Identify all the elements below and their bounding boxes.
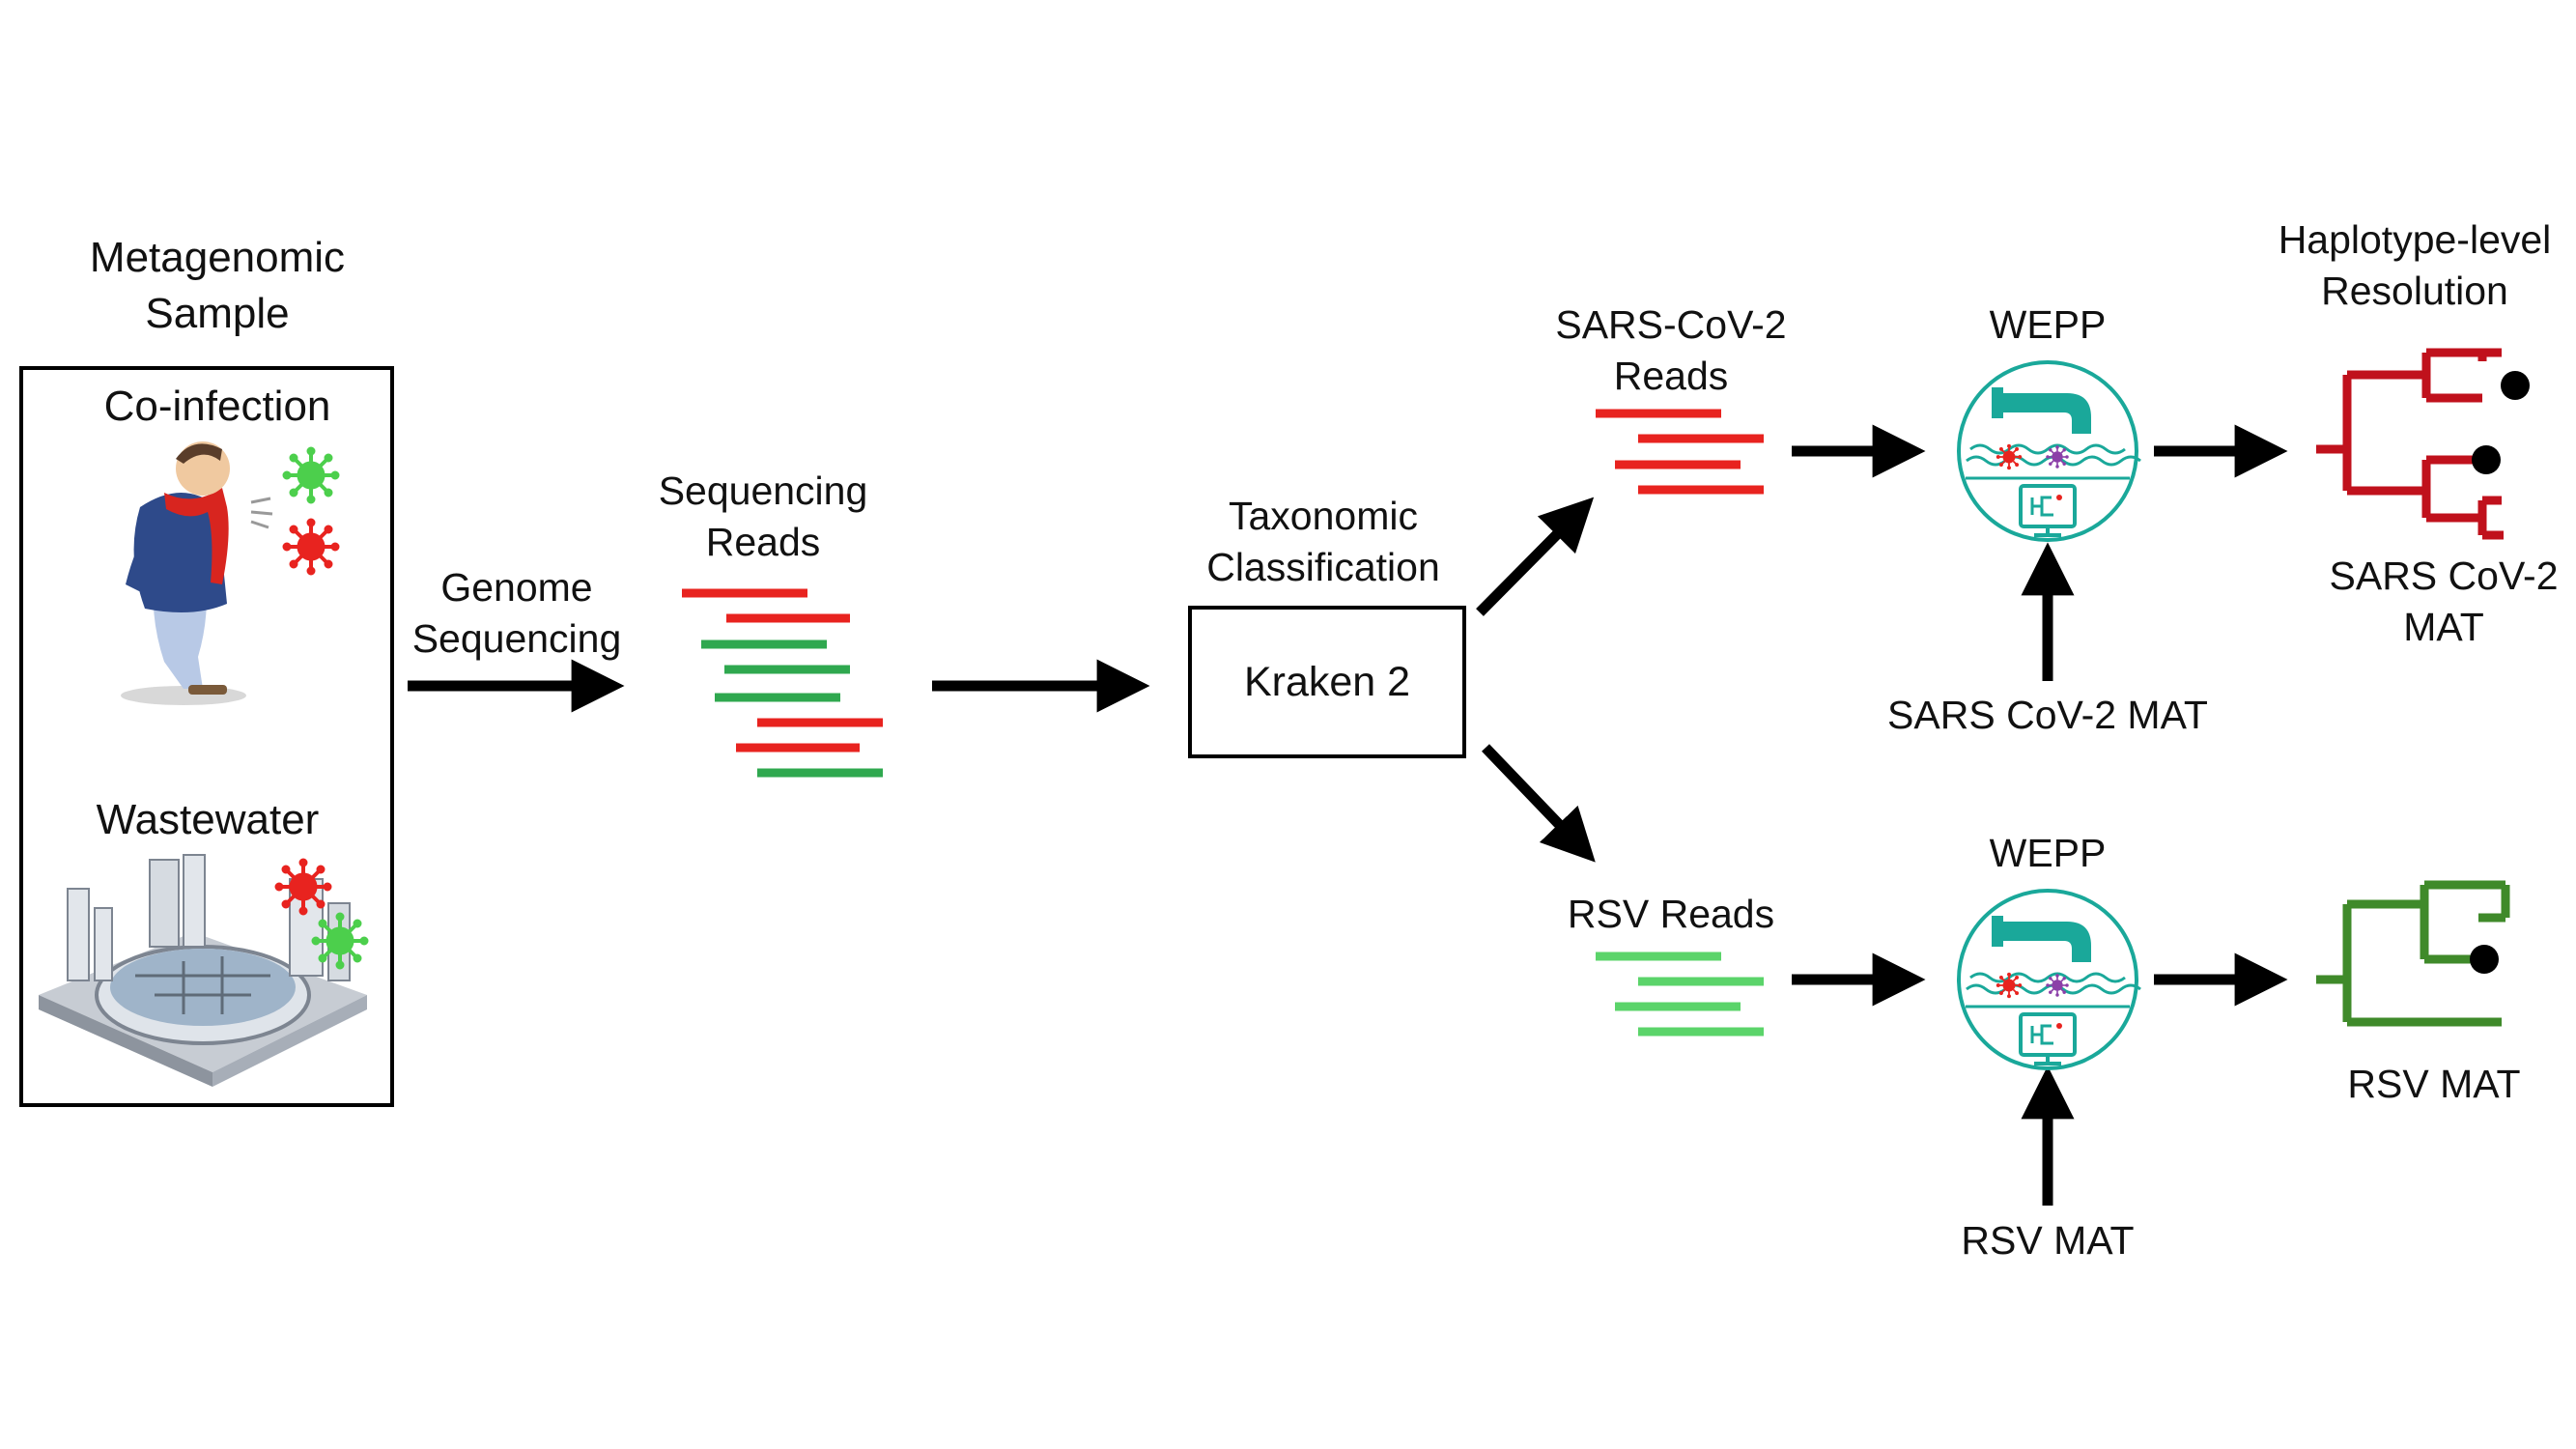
- sars-reads-icon: [1596, 409, 1764, 495]
- arrow-to-rsv: [1482, 744, 1596, 863]
- rsv-wepp-label: WEPP: [1989, 831, 2107, 875]
- sample-box: [19, 366, 394, 1107]
- sample-title: Metagenomic Sample: [89, 234, 346, 337]
- person-coughing-icon: [121, 441, 273, 705]
- taxonomic-classification-label: Taxonomic Classification: [1206, 494, 1440, 589]
- wepp-logo-icon: [1959, 891, 2140, 1068]
- virus-icon: [310, 911, 370, 971]
- virus-icon: [281, 517, 341, 577]
- phylogenetic-tree-icon: [2316, 880, 2510, 1027]
- sars-tree-label: SARS CoV-2 MAT: [2329, 554, 2559, 649]
- rsv-tree-label: RSV MAT: [2347, 1062, 2521, 1106]
- rsv-reads-icon: [1596, 952, 1764, 1037]
- haplotype-resolution-label: Haplotype-level Resolution: [2278, 217, 2552, 313]
- rsv-mat-input-label: RSV MAT: [1961, 1218, 2135, 1263]
- sars-reads-label: SARS-CoV-2 Reads: [1555, 302, 1787, 398]
- kraken-box: Kraken 2: [1188, 606, 1466, 758]
- rsv-reads-label: RSV Reads: [1567, 892, 1775, 936]
- kraken-label: Kraken 2: [1243, 658, 1411, 705]
- genome-sequencing-label: Genome Sequencing: [411, 565, 622, 661]
- sars-wepp-label: WEPP: [1989, 302, 2107, 347]
- wepp-logo-icon: [1959, 362, 2140, 540]
- sequencing-reads-icon: [682, 588, 883, 778]
- phylogenetic-tree-icon: [2316, 348, 2504, 540]
- arrow-to-sars: [1476, 497, 1595, 616]
- coinfection-label: Co-infection: [103, 383, 331, 430]
- sequencing-reads-label: Sequencing Reads: [658, 469, 868, 564]
- virus-icon: [273, 857, 333, 917]
- virus-icon: [281, 445, 341, 505]
- wastewater-label: Wastewater: [96, 796, 320, 843]
- wastewater-plant-icon: [39, 854, 367, 1087]
- sars-mat-input-label: SARS CoV-2 MAT: [1887, 693, 2208, 737]
